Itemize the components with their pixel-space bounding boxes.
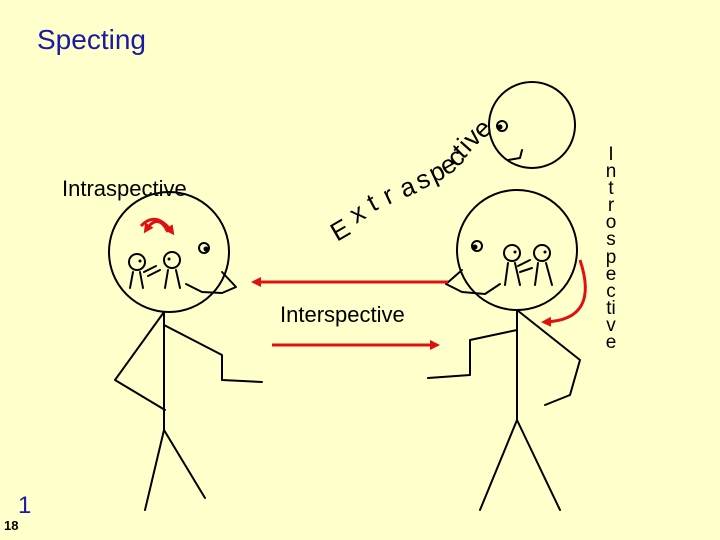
extraspective-letter: r (378, 179, 399, 210)
slide-title: Specting (37, 24, 146, 55)
interspective-label: Interspective (280, 302, 405, 327)
intraspective-arrow-return (139, 217, 175, 236)
introspective-letter: s (606, 229, 616, 251)
introspective-arrow (541, 259, 587, 327)
introspective-letter: r (607, 195, 615, 217)
left-stick-figure (108, 191, 263, 511)
introspective-letter: v (606, 314, 616, 336)
extraspective-letter: E (325, 213, 355, 248)
introspective-letter: n (605, 161, 617, 183)
mini-figures-right (503, 244, 553, 286)
page-number-small: 18 (4, 518, 19, 533)
intraspective-label: Intraspective (62, 176, 187, 201)
page-number-large: 1 (18, 492, 32, 519)
mini-figures-left (128, 251, 181, 289)
introspective-letter: o (605, 212, 617, 234)
extraspective-letter: x (344, 197, 370, 229)
right-stick-figure (427, 189, 581, 511)
introspective-letter: e (605, 332, 617, 354)
introspective-letter: t (608, 178, 614, 200)
introspective-letter: ti (606, 297, 616, 319)
introspective-letter: e (605, 263, 617, 285)
introspective-letter: I (608, 144, 614, 165)
observer-head (488, 81, 576, 169)
introspective-letter: p (605, 246, 617, 268)
introspective-letter: c (606, 280, 616, 302)
extraspective-letter: t (362, 187, 383, 217)
left-figure-head (108, 191, 230, 313)
